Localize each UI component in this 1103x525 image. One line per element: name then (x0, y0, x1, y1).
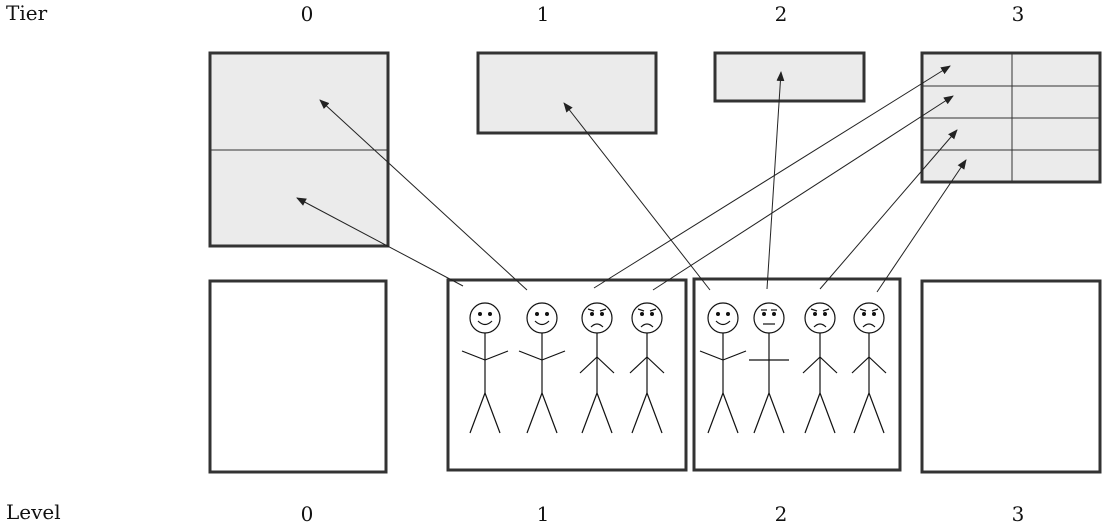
level-axis-label: Level (6, 500, 61, 524)
person-figure (802, 302, 838, 434)
tier-label-2: 2 (775, 2, 788, 26)
arrow (876, 159, 967, 293)
tier-label-3: 3 (1012, 2, 1025, 26)
arrow (593, 65, 951, 289)
tier-axis-label: Tier (6, 1, 48, 25)
person-figure (629, 302, 665, 434)
person-figure (851, 302, 887, 434)
person-figure (749, 302, 789, 434)
tier-label-1: 1 (537, 2, 550, 26)
person-figure (461, 302, 509, 434)
arrow (296, 197, 464, 287)
level-label-3: 3 (1012, 502, 1025, 525)
level-box-0 (208, 279, 388, 474)
arrow (319, 99, 528, 291)
arrows (296, 65, 967, 293)
level-label-2: 2 (775, 502, 788, 525)
arrow (819, 129, 958, 290)
person-figure (699, 302, 747, 434)
level-label-1: 1 (537, 502, 550, 525)
tier-box-3 (920, 51, 1102, 184)
tier-box-1 (476, 51, 658, 135)
arrow (766, 71, 785, 290)
tier-box-2 (713, 51, 866, 103)
person-figure (518, 302, 566, 434)
level-label-0: 0 (301, 502, 314, 525)
tier-label-0: 0 (301, 2, 314, 26)
arrow (563, 102, 711, 291)
arrow (652, 95, 954, 291)
level-box-3 (920, 279, 1102, 474)
person-figure (579, 302, 615, 434)
people (461, 302, 887, 434)
tier-box-0 (208, 51, 390, 248)
